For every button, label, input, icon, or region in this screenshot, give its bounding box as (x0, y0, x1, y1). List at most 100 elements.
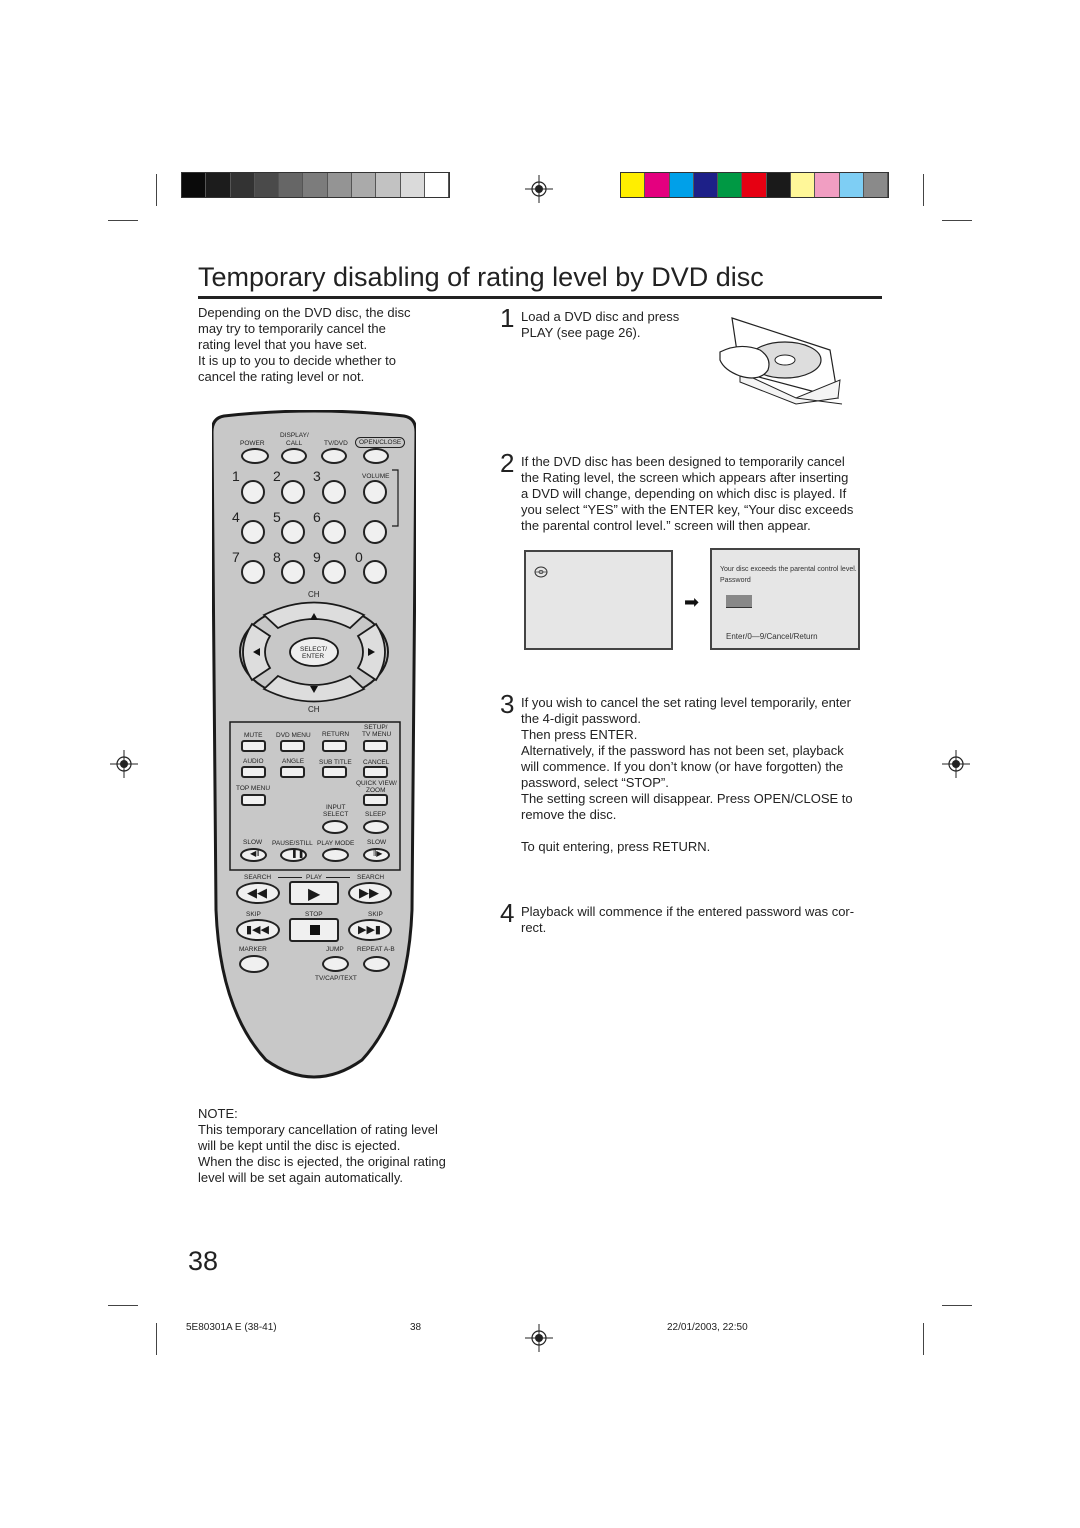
crop-mark (156, 1323, 157, 1355)
repeat-ab-button[interactable] (363, 956, 390, 972)
step-line: the 4-digit password. (521, 711, 641, 726)
digit-label-7: 7 (232, 549, 240, 565)
digit-1-button[interactable] (241, 480, 265, 504)
pause-still-button[interactable]: ❚❚ (280, 848, 307, 862)
marker-button[interactable] (239, 955, 269, 973)
step-line: the Rating level, the screen which appea… (521, 470, 849, 485)
cursor-left-button[interactable] (238, 632, 268, 672)
intro-line: It is up to you to decide whether to (198, 353, 397, 368)
remote-label-power: POWER (240, 440, 265, 447)
power-button[interactable] (241, 448, 269, 464)
crop-mark (942, 1305, 972, 1306)
step-1-text: Load a DVD disc and press PLAY (see page… (521, 309, 721, 341)
sleep-button[interactable] (363, 820, 389, 834)
color-swatch (693, 173, 719, 197)
skip-back-button[interactable]: ▮◀◀ (236, 919, 280, 941)
open-close-button[interactable] (363, 448, 389, 464)
display-call-button[interactable] (281, 448, 307, 464)
arrow-right-icon: ➡ (684, 592, 700, 612)
play-mode-button[interactable] (322, 848, 349, 862)
gray-swatch (254, 173, 280, 197)
color-swatch (621, 173, 646, 197)
setup-tv-menu-button[interactable] (363, 740, 388, 752)
jump-button[interactable] (322, 956, 349, 972)
digit-2-button[interactable] (281, 480, 305, 504)
angle-button[interactable] (280, 766, 305, 778)
step-line: The setting screen will disappear. Press… (521, 791, 853, 806)
remote-label-ch-up: CH (308, 590, 320, 599)
remote-label-pause-still: PAUSE/STILL (272, 840, 313, 847)
digit-label-1: 1 (232, 468, 240, 484)
password-field[interactable] (726, 595, 752, 608)
remote-label-tv-menu: TV MENU (362, 731, 392, 738)
crop-mark (942, 220, 972, 221)
digit-4-button[interactable] (241, 520, 265, 544)
digit-label-5: 5 (273, 509, 281, 525)
gray-swatch (352, 173, 377, 197)
digit-7-button[interactable] (241, 560, 265, 584)
play-button[interactable]: ▶ (289, 881, 339, 905)
intro-line: may try to temporarily cancel the (198, 321, 386, 336)
return-button[interactable] (322, 740, 347, 752)
gray-swatch (182, 173, 207, 197)
step-2-text: If the DVD disc has been designed to tem… (521, 454, 861, 534)
digit-9-button[interactable] (322, 560, 346, 584)
select-enter-button[interactable] (290, 638, 338, 666)
color-swatch (669, 173, 694, 197)
top-menu-button[interactable] (241, 794, 266, 806)
remote-label-angle: ANGLE (282, 758, 305, 765)
gray-swatch (327, 173, 353, 197)
remote-label-ch-down: CH (308, 705, 320, 714)
input-select-button[interactable] (322, 820, 348, 834)
registration-mark-icon (525, 1324, 553, 1352)
digit-6-button[interactable] (322, 520, 346, 544)
digit-label-9: 9 (313, 549, 321, 565)
color-swatch (815, 173, 840, 197)
slow-forward-button[interactable]: ‖▶ (363, 848, 390, 862)
tv-dvd-button[interactable] (321, 448, 347, 464)
remote-label-skip-back: SKIP (246, 911, 261, 918)
tv-screen-password: Your disc exceeds the parental control l… (710, 548, 860, 650)
step-line: If you wish to cancel the set rating lev… (521, 695, 851, 710)
sub-title-button[interactable] (322, 766, 347, 778)
search-back-button[interactable]: ◀◀ (236, 882, 280, 904)
remote-label-tvdvd: TV/DVD (324, 440, 348, 447)
quick-view-zoom-button[interactable] (363, 794, 388, 806)
remote-label-stop: STOP (305, 911, 323, 918)
step-line: rect. (521, 920, 547, 935)
crop-mark (923, 1323, 924, 1355)
skip-forward-button[interactable]: ▶▶▮ (348, 919, 392, 941)
search-forward-button[interactable]: ▶▶ (348, 882, 392, 904)
digit-0-button[interactable] (363, 560, 387, 584)
digit-label-8: 8 (273, 549, 281, 565)
divider (278, 877, 302, 878)
color-swatch (791, 173, 816, 197)
volume-up-button[interactable] (363, 480, 387, 504)
cursor-down-button[interactable] (272, 678, 356, 698)
remote-label-repeat: REPEAT A-B (357, 946, 395, 953)
screen-footer: Enter/0—9/Cancel/Return (726, 632, 818, 641)
gray-swatch (206, 173, 231, 197)
digit-8-button[interactable] (281, 560, 305, 584)
audio-button[interactable] (241, 766, 266, 778)
note-line: level will be set again automatically. (198, 1170, 403, 1185)
remote-label-select: SELECT/ (300, 646, 328, 653)
digit-3-button[interactable] (322, 480, 346, 504)
slow-back-button[interactable]: ◀‖ (240, 848, 267, 862)
intro-line: Depending on the DVD disc, the disc (198, 305, 411, 320)
remote-label-slow-back: SLOW (243, 839, 263, 846)
cursor-up-button[interactable] (272, 605, 356, 625)
volume-down-button[interactable] (363, 520, 387, 544)
digit-5-button[interactable] (281, 520, 305, 544)
cancel-button[interactable] (363, 766, 388, 778)
mute-button[interactable] (241, 740, 266, 752)
registration-mark-icon (525, 175, 553, 203)
cursor-right-button[interactable] (360, 632, 390, 672)
grayscale-calibration-bar (181, 172, 451, 198)
stop-button[interactable] (289, 918, 339, 942)
dvd-menu-button[interactable] (280, 740, 305, 752)
step-line: If the DVD disc has been designed to tem… (521, 454, 845, 469)
gray-swatch (230, 173, 255, 197)
step-number: 4 (500, 898, 515, 928)
remote-label-sleep: SLEEP (365, 811, 386, 818)
